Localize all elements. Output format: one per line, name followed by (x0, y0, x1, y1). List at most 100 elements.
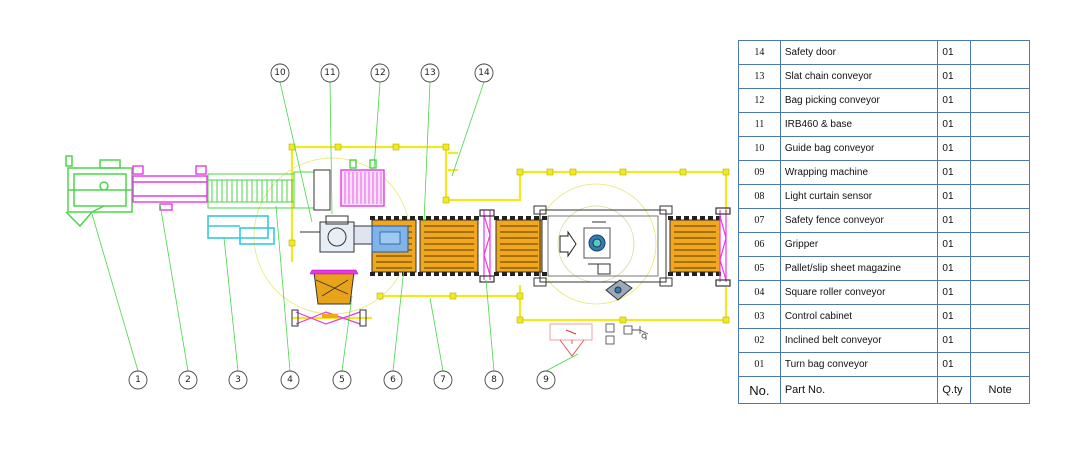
callout-circle (536, 370, 556, 390)
part-qty: 01 (937, 40, 972, 65)
conveyor-body (669, 219, 721, 273)
conveyor-roller-end (708, 216, 713, 220)
callout-bubble: 4 (280, 370, 300, 390)
header-part-no: Part No. (779, 376, 939, 404)
conveyor-roller-end (458, 272, 463, 276)
conveyor-roller-end (466, 216, 471, 220)
turn-bag-conveyor (65, 155, 133, 228)
callout-circle (332, 370, 352, 390)
conveyor-roller-end (402, 272, 407, 276)
part-name: IRB460 & base (779, 112, 939, 137)
conveyor-roller-end (378, 216, 383, 220)
conveyor-roller-end (700, 216, 705, 220)
part-number: 04 (738, 280, 781, 305)
part-note (970, 112, 1030, 137)
part-qty: 01 (937, 160, 972, 185)
conveyor-roller-end (518, 216, 523, 220)
conveyor-roller-end (450, 216, 455, 220)
conveyor-roller-end (510, 272, 515, 276)
callout-circle (128, 370, 148, 390)
leader-line (373, 81, 381, 169)
guide-bag-conveyor (207, 169, 331, 211)
callout-circle (320, 63, 340, 83)
conveyor-roller-end (394, 216, 399, 220)
part-note (970, 304, 1030, 329)
part-qty: 01 (937, 88, 972, 113)
callout-label: 11 (324, 68, 335, 78)
part-qty: 01 (937, 136, 972, 161)
leader-line (485, 279, 495, 372)
conveyor-roller-end (434, 216, 439, 220)
callout-bubble: 1 (128, 370, 148, 390)
conveyor-body (419, 219, 479, 273)
part-note (970, 40, 1030, 65)
part-number: 11 (738, 112, 781, 137)
callout-label: 7 (440, 375, 446, 385)
part-number: 03 (738, 304, 781, 329)
callout-label: 10 (274, 68, 286, 78)
conveyor-body (495, 219, 543, 273)
conveyor-roller-end (426, 272, 431, 276)
bag-picking-conveyor (340, 159, 385, 207)
callout-bubble: 7 (433, 370, 453, 390)
inclined-belt-conveyor (132, 165, 208, 211)
conveyor-roller-end (410, 216, 415, 220)
part-note (970, 160, 1030, 185)
conveyor-roller-end (676, 216, 681, 220)
conveyor-roller-end (676, 272, 681, 276)
conveyor-roller-end (442, 216, 447, 220)
conveyor-roller-end (692, 272, 697, 276)
header-note: Note (970, 376, 1030, 404)
callout-bubble: 14 (474, 63, 494, 83)
leader-line (159, 203, 189, 372)
conveyor-roller-end (442, 272, 447, 276)
callout-circle (383, 370, 403, 390)
conveyor-section (494, 216, 547, 276)
conveyor-roller-end (692, 216, 697, 220)
leader-line (545, 353, 579, 372)
conveyor-roller-end (542, 216, 547, 220)
wrapping-machine (533, 205, 673, 301)
part-name: Light curtain sensor (779, 184, 939, 209)
conveyor-roller-end (370, 272, 375, 276)
part-name: Bag picking conveyor (779, 88, 939, 113)
conveyor-roller-end (410, 272, 415, 276)
conveyor-roller-end (668, 272, 673, 276)
conveyor-roller-end (394, 272, 399, 276)
parts-table-header: No. Part No. Q.ty Note (738, 376, 1030, 404)
leader-line (423, 81, 431, 223)
part-qty: 01 (937, 328, 972, 353)
conveyor-roller-end (502, 272, 507, 276)
conveyor-roller-end (418, 272, 423, 276)
part-name: Square roller conveyor (779, 280, 939, 305)
callout-bubble: 12 (370, 63, 390, 83)
leader-line (275, 205, 291, 372)
callout-bubble: 10 (270, 63, 290, 83)
part-note (970, 136, 1030, 161)
callout-bubble: 5 (332, 370, 352, 390)
callout-label: 8 (491, 375, 497, 385)
part-note (970, 88, 1030, 113)
pallet-conveyors (370, 216, 721, 276)
conveyor-section (668, 216, 721, 276)
conveyor-section (418, 216, 479, 276)
part-number: 12 (738, 88, 781, 113)
part-qty: 01 (937, 184, 972, 209)
conveyor-roller-end (494, 272, 499, 276)
part-name: Gripper (779, 232, 939, 257)
pallet-slip-sheet-magazine (291, 269, 367, 327)
part-name: Safety fence conveyor (779, 208, 939, 233)
picking-lines (344, 172, 382, 204)
callout-bubble: 13 (420, 63, 440, 83)
irb460-robot (300, 215, 375, 253)
part-name: Pallet/slip sheet magazine (779, 256, 939, 281)
conveyor-roller-end (494, 216, 499, 220)
